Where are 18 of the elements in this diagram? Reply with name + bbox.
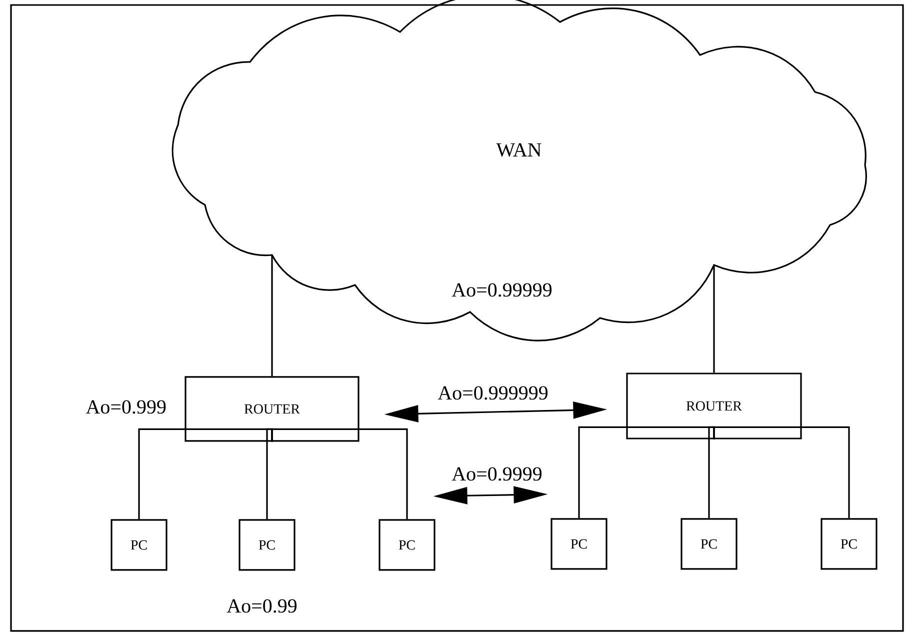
pc-box: PC <box>238 519 296 571</box>
pc-box: PC <box>680 518 738 570</box>
link-line <box>713 426 850 518</box>
availability-label: Ao=0.99 <box>226 599 297 613</box>
link-line <box>271 428 408 520</box>
edge-label: Ao=0.9999 <box>452 467 542 481</box>
link-line <box>708 426 715 518</box>
link-line <box>713 265 715 373</box>
pc-box: PC <box>820 518 878 570</box>
link-line <box>266 428 273 520</box>
router-box: ROUTER <box>184 376 360 442</box>
pc-box: PC <box>110 519 168 571</box>
edge-label: Ao=0.999999 <box>438 386 548 400</box>
pc-box: PC <box>378 519 436 571</box>
pc-box: PC <box>550 518 608 570</box>
link-line <box>271 255 273 376</box>
availability-label: Ao=0.999 <box>86 400 166 414</box>
router-box: ROUTER <box>626 372 802 440</box>
